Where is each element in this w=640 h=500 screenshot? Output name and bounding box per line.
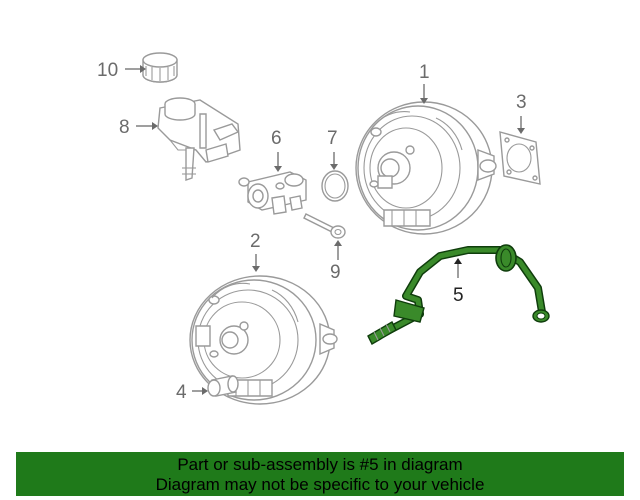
- leader-8-arrowhead: [152, 122, 158, 130]
- leader-7-arrowhead: [330, 164, 338, 170]
- disclaimer-banner: Part or sub-assembly is #5 in diagram Di…: [16, 452, 624, 496]
- leader-9-arrowhead: [334, 240, 342, 246]
- part-10-reservoir-cap[interactable]: [142, 52, 178, 83]
- part-1-brake-booster[interactable]: [355, 101, 497, 235]
- leader-6-arrowhead: [274, 166, 282, 172]
- banner-line-2: Diagram may not be specific to your vehi…: [155, 475, 485, 494]
- part-3-gasket[interactable]: [499, 131, 541, 185]
- part-4-check-valve[interactable]: [207, 375, 239, 397]
- part-5-vacuum-hose[interactable]: [367, 244, 550, 345]
- leader-5-arrowhead: [454, 258, 462, 264]
- leader-3-arrowhead: [517, 128, 525, 134]
- part-2-brake-booster-assembly[interactable]: [189, 275, 338, 405]
- leader-4-arrowhead: [202, 387, 208, 395]
- callout-9: 9: [330, 262, 341, 283]
- callout-4: 4: [176, 382, 187, 403]
- callout-2: 2: [250, 231, 261, 252]
- callout-7: 7: [327, 128, 338, 149]
- leader-2-arrowhead: [252, 266, 260, 272]
- leader-1-arrowhead: [420, 98, 428, 104]
- leader-10-arrowhead: [140, 65, 146, 73]
- callout-1: 1: [419, 62, 430, 83]
- callout-5: 5: [453, 285, 464, 306]
- part-7-o-ring[interactable]: [321, 170, 349, 202]
- part-6-valve-assembly[interactable]: [238, 171, 307, 215]
- exploded-parts-diagram: 10 8 6: [97, 52, 550, 405]
- callout-6: 6: [271, 128, 282, 149]
- part-8-fluid-reservoir[interactable]: [157, 97, 241, 181]
- banner-line-1: Part or sub-assembly is #5 in diagram: [177, 455, 463, 474]
- callout-10: 10: [97, 60, 118, 81]
- callout-3: 3: [516, 92, 527, 113]
- callout-8: 8: [119, 117, 130, 138]
- part-9-pushrod[interactable]: [303, 213, 346, 239]
